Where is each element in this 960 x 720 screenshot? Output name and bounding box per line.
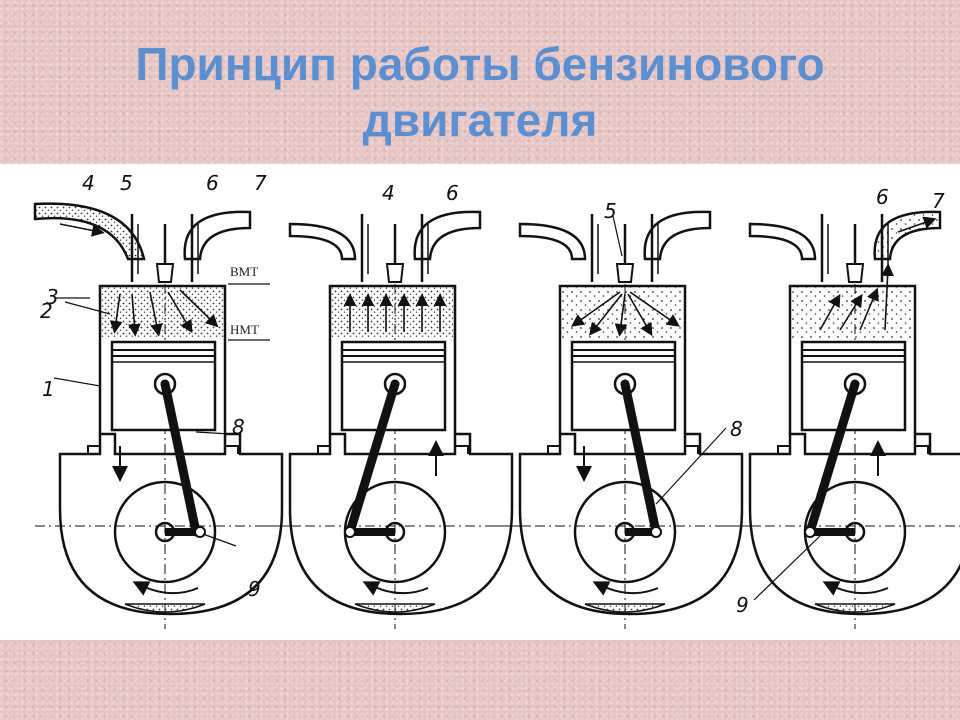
callout-6: 6: [206, 171, 219, 195]
callout-2: 2: [40, 299, 53, 323]
callout-8: 8: [232, 415, 245, 439]
title-line-2: двигателя: [362, 94, 598, 146]
engine-stroke-exhaust: [725, 210, 960, 629]
callout-7: 7: [254, 171, 267, 195]
engine-stroke-power: [495, 210, 760, 629]
engine-diagram-panel: ВМТ НМТ 4 5 6 7 3 2 1 8 9 4 6 5 8 6 7 9: [0, 164, 960, 640]
tdc-label: ВМТ: [230, 264, 258, 279]
bdc-label: НМТ: [230, 322, 259, 337]
callout-3: 3: [46, 285, 59, 309]
callout-1: 1: [42, 377, 55, 401]
callout-6-d: 6: [876, 185, 889, 209]
callout-5: 5: [120, 171, 133, 195]
callout-8-c: 8: [730, 417, 743, 441]
callout-5-c: 5: [604, 199, 617, 223]
callout-7-d: 7: [932, 189, 945, 213]
title-line-1: Принцип работы бензинового: [135, 38, 825, 90]
engine-diagram: ВМТ НМТ 4 5 6 7 3 2 1 8 9 4 6 5 8 6 7 9: [33, 171, 960, 640]
callout-4-b: 4: [382, 181, 395, 205]
engine-stroke-intake: [33, 202, 300, 629]
page-title: Принцип работы бензинового двигателя: [0, 36, 960, 148]
callout-6-b: 6: [446, 181, 459, 205]
callout-9: 9: [248, 577, 261, 601]
callout-4: 4: [82, 171, 95, 195]
engine-stroke-compression: [265, 210, 530, 629]
callout-9-d: 9: [736, 593, 749, 617]
